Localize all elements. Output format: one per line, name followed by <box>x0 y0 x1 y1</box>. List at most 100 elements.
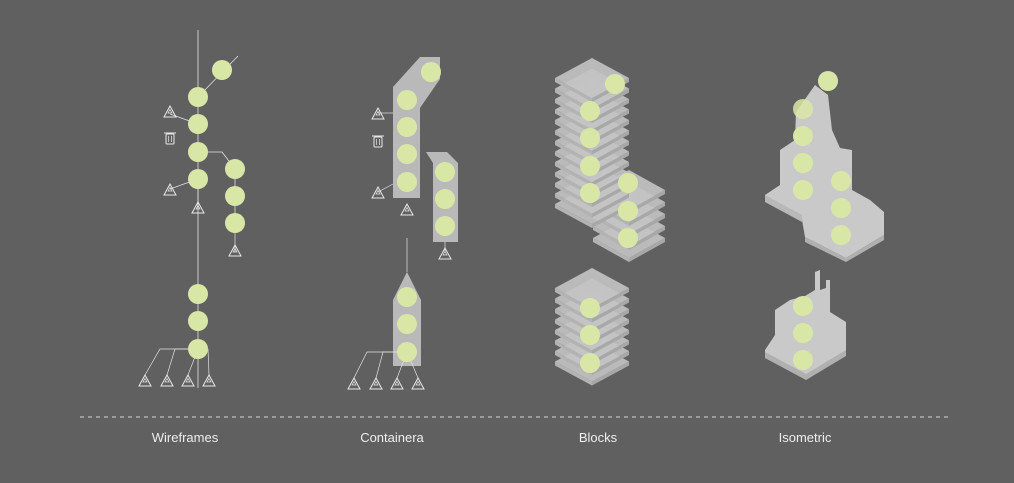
trash-icon <box>371 135 385 148</box>
node <box>421 62 441 82</box>
node <box>188 87 208 107</box>
node <box>397 342 417 362</box>
block-side <box>555 298 592 323</box>
node <box>188 114 208 134</box>
node <box>580 128 600 148</box>
block-side <box>555 361 592 386</box>
column-label-isometric: Isometric <box>778 430 832 445</box>
block-side <box>555 141 592 165</box>
node <box>831 171 851 191</box>
block-side <box>629 190 665 214</box>
block-side <box>629 202 665 226</box>
node <box>618 201 638 221</box>
containers-diagram <box>347 57 458 390</box>
recycle-icon <box>400 203 414 216</box>
block-side <box>592 309 629 333</box>
node <box>188 339 208 359</box>
node <box>225 213 245 233</box>
wireframes-diagram <box>138 30 245 388</box>
node <box>397 144 417 164</box>
node <box>793 323 813 343</box>
node <box>435 189 455 209</box>
block-side <box>592 130 629 155</box>
block-side <box>592 109 629 134</box>
block-side <box>592 351 629 375</box>
block-side <box>592 88 629 113</box>
node <box>580 353 600 373</box>
blocks-diagram <box>555 58 665 386</box>
column-label-containers: Containera <box>360 430 424 445</box>
node <box>435 162 455 182</box>
recycle-icon <box>160 374 174 387</box>
recycle-icon <box>371 107 385 120</box>
node <box>818 71 838 91</box>
recycle-icon <box>390 377 404 390</box>
block-side <box>592 319 629 344</box>
node <box>793 350 813 370</box>
recycle-icon <box>411 377 425 390</box>
node <box>580 298 600 318</box>
isometric-diagram <box>765 71 884 380</box>
block-side <box>593 238 629 262</box>
node <box>793 99 813 119</box>
node <box>793 180 813 200</box>
node <box>212 60 232 80</box>
block-side <box>592 330 629 354</box>
node <box>793 296 813 316</box>
node <box>580 156 600 176</box>
trash-icon <box>163 132 177 145</box>
block-side <box>555 183 592 207</box>
recycle-icon <box>202 374 216 387</box>
block-side <box>555 109 592 134</box>
block-side <box>592 120 629 144</box>
column-label-blocks: Blocks <box>578 430 618 445</box>
node <box>397 117 417 137</box>
node <box>618 173 638 193</box>
block-side <box>629 214 665 238</box>
block-side <box>592 183 629 207</box>
node <box>580 183 600 203</box>
node <box>188 142 208 162</box>
recycle-icon <box>181 374 195 387</box>
recycle-icon <box>163 183 177 196</box>
block-side <box>555 204 592 228</box>
node <box>397 172 417 192</box>
node <box>397 287 417 307</box>
block-layer <box>555 268 629 308</box>
node <box>793 153 813 173</box>
node <box>225 186 245 206</box>
node <box>580 101 600 121</box>
node <box>580 325 600 345</box>
block-side <box>555 193 592 218</box>
recycle-icon <box>138 374 152 387</box>
node <box>605 74 625 94</box>
node <box>831 225 851 245</box>
block-side <box>592 151 629 176</box>
recycle-icon <box>369 377 383 390</box>
node <box>397 90 417 110</box>
node <box>225 159 245 179</box>
node <box>188 169 208 189</box>
block-side <box>629 238 665 262</box>
block-side <box>592 361 629 386</box>
block-side <box>592 340 629 365</box>
block-side <box>592 99 629 123</box>
recycle-icon <box>347 377 361 390</box>
node <box>188 311 208 331</box>
node <box>793 126 813 146</box>
block-side <box>592 193 629 218</box>
block-side <box>592 288 629 312</box>
recycle-icon <box>371 186 385 199</box>
block-side <box>555 309 592 333</box>
block-side <box>555 162 592 186</box>
block-side <box>555 130 592 155</box>
column-label-wireframes: Wireframes <box>151 430 219 445</box>
node <box>188 284 208 304</box>
node <box>435 216 455 236</box>
node <box>397 314 417 334</box>
block-side <box>592 298 629 323</box>
block-side <box>629 226 665 250</box>
node <box>618 228 638 248</box>
